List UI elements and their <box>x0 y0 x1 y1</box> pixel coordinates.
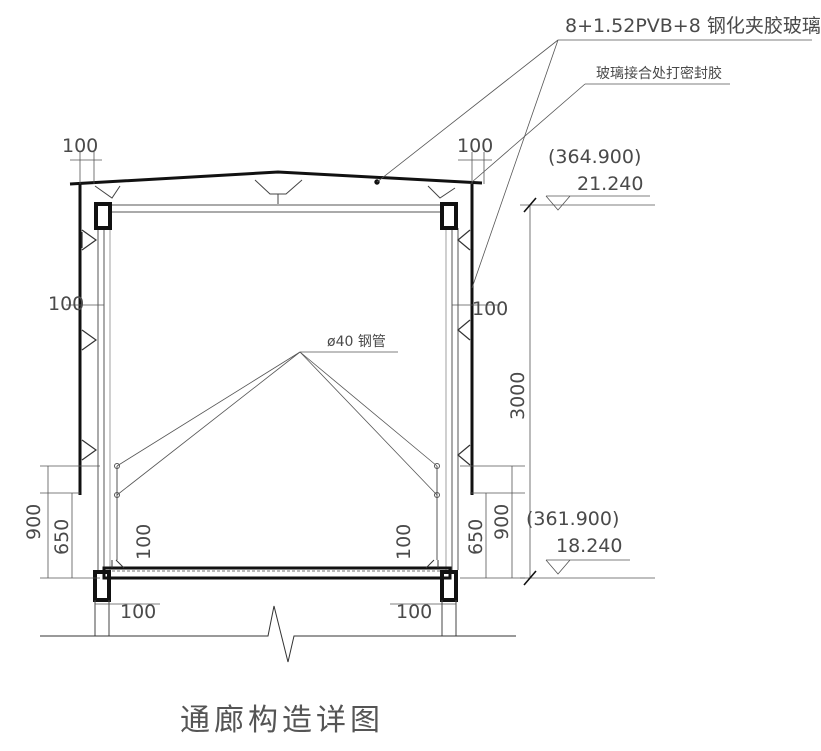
dim-height-tick-bottom <box>523 570 537 586</box>
floor <box>40 559 516 663</box>
dim-overhang-right-lines <box>458 152 492 184</box>
dim-parapet-left-900: 900 <box>23 504 45 540</box>
left-glass-bracket-3 <box>81 439 98 461</box>
dim-roof-overhang-left: 100 <box>62 135 98 157</box>
left-column-base <box>94 600 110 636</box>
pipe-leader-right-2 <box>299 351 438 496</box>
left-rail-top <box>114 463 120 469</box>
dim-floor-offset-right: 100 <box>396 601 432 623</box>
elevation-top-relative: 21.240 <box>577 173 643 195</box>
right-top-column-section <box>440 202 458 230</box>
sealant-leader <box>471 83 586 183</box>
dim-height-tick-top <box>523 197 537 213</box>
annotations: 8+1.52PVB+8 钢化夹胶玻璃 玻璃接合处打密封胶 ø40 钢管 (364… <box>23 15 821 738</box>
left-rail-mid <box>114 492 120 498</box>
left-glass-bracket-2 <box>81 329 98 351</box>
right-wall <box>440 184 474 570</box>
pipe-leader-left-1 <box>116 351 301 467</box>
right-glass-bracket-1 <box>457 229 471 251</box>
dim-wall-thickness-left: 100 <box>48 293 84 315</box>
elevation-bottom-absolute: (361.900) <box>526 508 619 530</box>
dim-roof-overhang-right: 100 <box>457 135 493 157</box>
elev-marker-bottom <box>545 559 630 575</box>
dim-wall-thickness-right: 100 <box>472 298 508 320</box>
elevation-bottom-relative: 18.240 <box>556 535 622 557</box>
right-rail-top <box>434 463 440 469</box>
roof <box>69 170 483 213</box>
right-rail-mid <box>434 492 440 498</box>
roof-bracket-mid <box>254 179 303 204</box>
right-column-base <box>441 600 457 636</box>
left-top-column-section <box>94 202 112 230</box>
pipe-leader-left-2 <box>116 351 301 496</box>
elev-marker-top <box>545 195 650 211</box>
dim-floor-offset-left: 100 <box>120 601 156 623</box>
drawing-title: 通廊构造详图 <box>180 703 384 738</box>
dim-parapet-right-lines <box>460 465 525 579</box>
roof-bracket-left <box>94 185 121 199</box>
left-bottom-column-section <box>93 570 111 602</box>
leader-lines <box>116 39 812 496</box>
ground-break-line <box>40 605 516 663</box>
dim-parapet-left-650: 650 <box>51 519 73 555</box>
steel-pipe-label: ø40 钢管 <box>327 334 386 350</box>
dim-parapet-right-900: 900 <box>491 504 513 540</box>
dim-height-total: 3000 <box>507 372 529 420</box>
roof-glass-line <box>69 170 483 186</box>
dim-parapet-right-650: 650 <box>465 519 487 555</box>
dim-parapet-left-lines <box>40 465 100 579</box>
elevation-top-absolute: (364.900) <box>548 146 641 168</box>
right-glass-bracket-3 <box>457 444 471 466</box>
dim-overhang-left-lines <box>70 152 102 184</box>
dim-height-lines <box>520 204 655 579</box>
left-floor-stub <box>111 559 125 569</box>
right-floor-stub <box>425 559 439 569</box>
roof-bracket-right <box>427 185 456 199</box>
dim-rail-post-left: 100 <box>133 524 155 560</box>
pipe-leader-right-1 <box>299 351 438 467</box>
railings <box>114 463 440 560</box>
glass-spec-label: 8+1.52PVB+8 钢化夹胶玻璃 <box>565 15 821 37</box>
floor-slab <box>102 566 452 580</box>
glass-spec-leader-2 <box>471 39 559 289</box>
right-glass-bracket-2 <box>457 319 471 341</box>
sealant-label: 玻璃接合处打密封胶 <box>596 65 722 82</box>
left-glass-bracket-1 <box>81 229 98 251</box>
dimension-lines <box>40 152 655 605</box>
left-wall <box>78 184 112 570</box>
right-bottom-column-section <box>440 570 458 602</box>
glass-spec-leader-1 <box>376 39 559 183</box>
dim-rail-post-right: 100 <box>393 524 415 560</box>
